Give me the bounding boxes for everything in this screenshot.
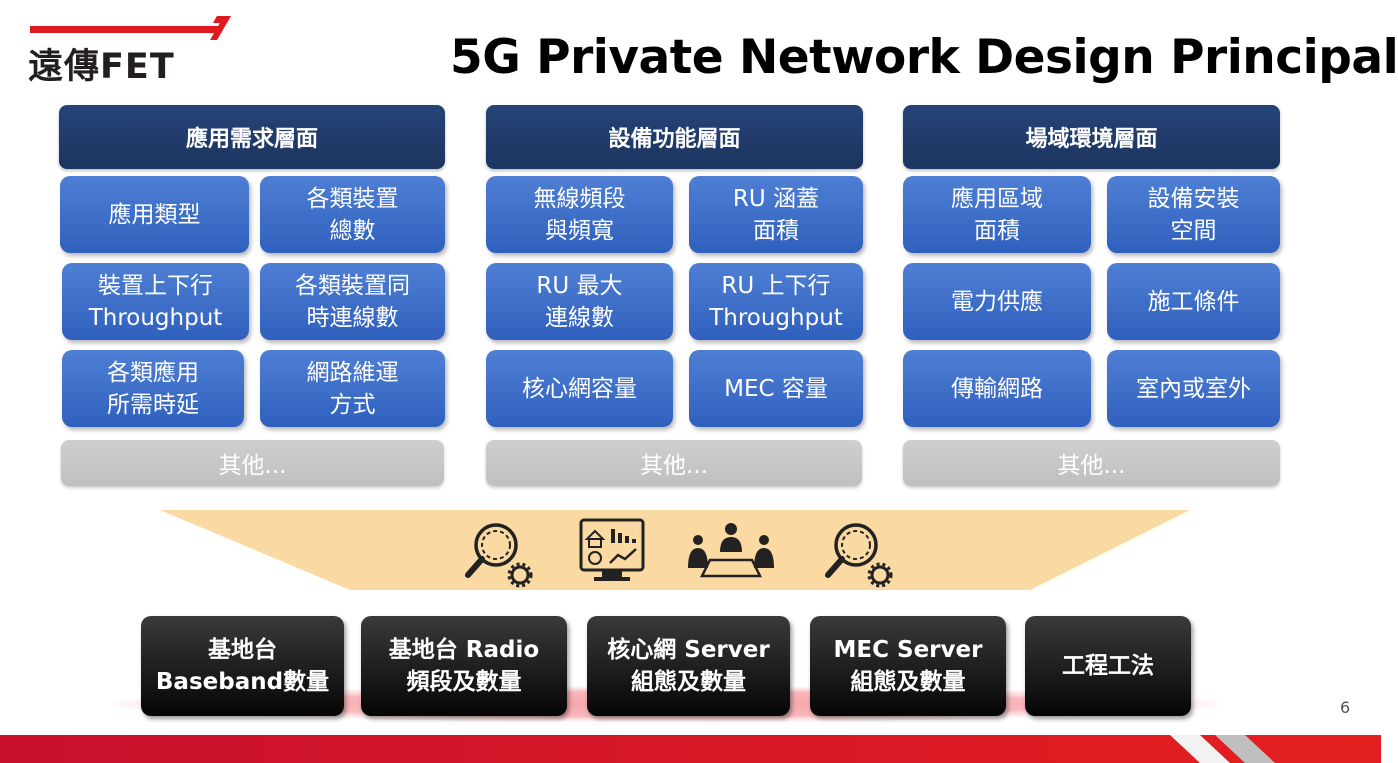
cell-wireless-band: 無線頻段 與頻寬 xyxy=(486,176,673,253)
cell-core-capacity: 核心網容量 xyxy=(486,350,673,427)
cell-application-type: 應用類型 xyxy=(60,176,249,253)
output-radio-band-count: 基地台 Radio 頻段及數量 xyxy=(361,616,567,716)
cell-indoor-outdoor: 室內或室外 xyxy=(1107,350,1280,427)
cell-device-throughput: 裝置上下行 Throughput xyxy=(62,263,249,340)
cell-installation-space: 設備安裝 空間 xyxy=(1107,176,1280,253)
column-header-equipment: 設備功能層面 xyxy=(486,105,863,169)
dashboard-monitor-icon xyxy=(579,518,645,581)
output-engineering-method: 工程工法 xyxy=(1025,616,1191,716)
cell-construction-conditions: 施工條件 xyxy=(1107,263,1280,340)
magnifier-gear-icon xyxy=(825,523,893,588)
cell-device-count: 各類裝置 總數 xyxy=(260,176,445,253)
output-baseband-count: 基地台 Baseband數量 xyxy=(141,616,344,716)
slide-title: 5G Private Network Design Principal xyxy=(450,30,1398,85)
funnel-trapezoid xyxy=(160,510,1190,590)
logo-red-bar xyxy=(30,26,220,33)
fet-logo: 遠傳FET xyxy=(28,16,231,87)
other-equipment: 其他... xyxy=(486,440,862,486)
footer-band xyxy=(0,735,1381,763)
cell-ru-max-connections: RU 最大 連線數 xyxy=(486,263,673,340)
column-header-application: 應用需求層面 xyxy=(59,105,445,169)
column-header-environment: 場域環境層面 xyxy=(903,105,1280,169)
meeting-people-icon xyxy=(688,523,774,578)
logo-text: 遠傳FET xyxy=(28,47,175,87)
cell-application-latency: 各類應用 所需時延 xyxy=(62,350,244,427)
cell-transport-network: 傳輸網路 xyxy=(903,350,1091,427)
cell-concurrent-connections: 各類裝置同 時連線數 xyxy=(260,263,445,340)
cell-power-supply: 電力供應 xyxy=(903,263,1091,340)
cell-mec-capacity: MEC 容量 xyxy=(689,350,863,427)
output-mec-server-config: MEC Server 組態及數量 xyxy=(810,616,1006,716)
cell-ru-coverage: RU 涵蓋 面積 xyxy=(689,176,863,253)
output-core-server-config: 核心網 Server 組態及數量 xyxy=(587,616,790,716)
magnifier-gear-icon xyxy=(465,523,533,588)
other-environment: 其他... xyxy=(903,440,1280,486)
page-number: 6 xyxy=(1340,698,1351,717)
cell-ru-throughput: RU 上下行 Throughput xyxy=(689,263,863,340)
cell-area-size: 應用區域 面積 xyxy=(903,176,1091,253)
other-application: 其他... xyxy=(61,440,444,486)
cell-network-operations: 網路維運 方式 xyxy=(260,350,445,427)
